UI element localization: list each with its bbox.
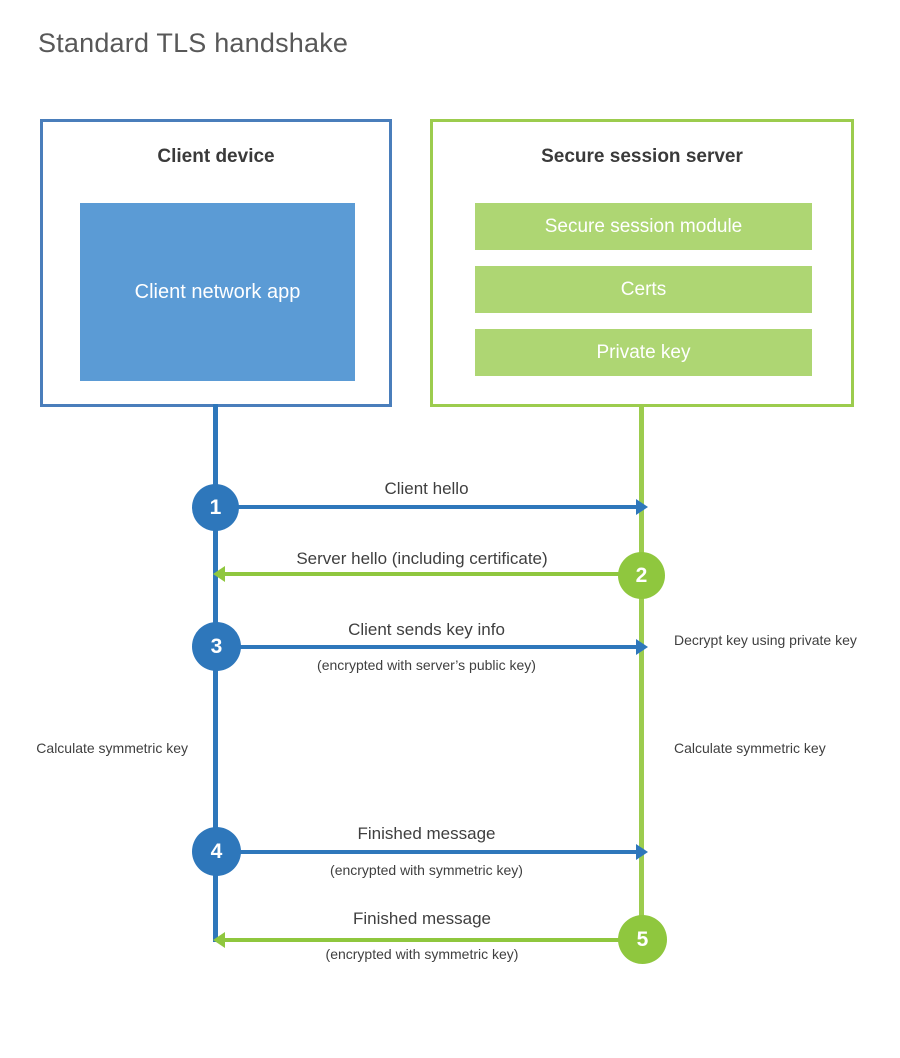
server-module-list: Secure session module Certs Private key [475, 203, 812, 376]
step-1-arrow-client-to-server [216, 499, 648, 515]
client-network-app-block: Client network app [80, 203, 355, 381]
step-2-label: Server hello (including certificate) [296, 549, 548, 568]
step-1-label: Client hello [384, 479, 469, 498]
secure-session-server-title: Secure session server [541, 146, 743, 167]
client-device-box: Client device Client network app [40, 119, 392, 407]
step-2-arrow-server-to-client [213, 566, 620, 582]
secure-session-server-box: Secure session server Secure session mod… [430, 119, 854, 407]
step-3-label: Client sends key info [348, 620, 505, 639]
step-3-sublabel: (encrypted with server’s public key) [317, 657, 536, 673]
step-4-arrow-client-to-server [216, 844, 648, 860]
step-5-marker: 5 [618, 915, 667, 964]
server-lifeline [639, 404, 644, 940]
decrypt-key-note: Decrypt key using private key [674, 632, 857, 648]
client-device-title: Client device [157, 146, 275, 167]
step-5-label: Finished message [353, 909, 491, 928]
step-2-marker: 2 [618, 552, 665, 599]
step-3-arrow-client-to-server [216, 639, 648, 655]
page-title: Standard TLS handshake [38, 28, 349, 58]
step-3-marker: 3 [192, 622, 241, 671]
step-5-arrow-server-to-client [213, 932, 620, 948]
server-module-secure-session-module: Secure session module [475, 203, 812, 250]
calculate-symmetric-key-server-note: Calculate symmetric key [674, 740, 826, 756]
step-1-marker: 1 [192, 484, 239, 531]
calculate-symmetric-key-client-note: Calculate symmetric key [36, 740, 188, 756]
server-module-certs: Certs [475, 266, 812, 313]
step-4-sublabel: (encrypted with symmetric key) [330, 862, 523, 878]
step-4-marker: 4 [192, 827, 241, 876]
step-5-sublabel: (encrypted with symmetric key) [325, 946, 519, 962]
step-4-label: Finished message [357, 824, 496, 843]
server-module-private-key: Private key [475, 329, 812, 376]
client-lifeline [213, 404, 218, 942]
